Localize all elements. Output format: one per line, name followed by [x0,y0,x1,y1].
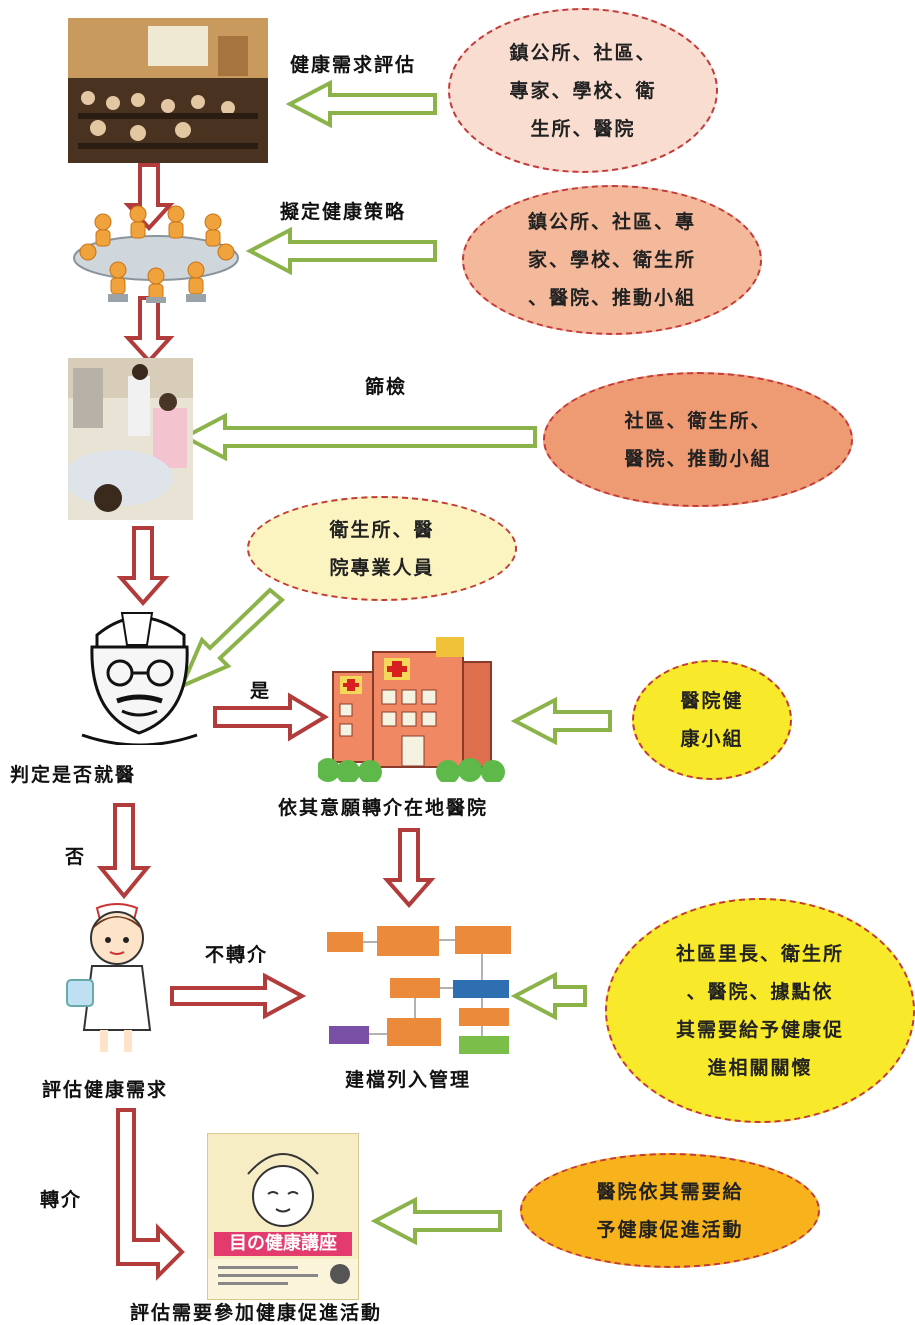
poster-title: 目の健康講座 [214,1232,352,1256]
red-arrow-right-2 [170,972,307,1020]
oval-hospital-activities: 醫院依其需要給 予健康促進活動 [520,1153,820,1268]
branch-yes: 是 [250,680,272,702]
red-arrow-referral [116,1108,185,1281]
green-arrow-3 [180,412,537,462]
step-assess-needs: 評估健康需求 [42,1079,169,1101]
step-screening: 篩檢 [365,376,408,398]
step-file-management: 建檔列入管理 [345,1069,472,1091]
branch-no: 否 [65,846,87,868]
red-arrow-down-5 [382,828,436,909]
health-lecture-poster: 目の健康講座 [207,1133,359,1300]
step-referral-hospital: 依其意願轉介在地醫院 [278,797,489,819]
nurse-illustration [62,900,167,1060]
green-arrow-7 [370,1196,502,1246]
oval-hospital-team: 醫院健 康小組 [632,660,792,780]
red-arrow-down-3 [116,526,170,607]
meeting-illustration [68,200,243,305]
management-flowchart [325,922,515,1060]
red-arrow-down-2 [123,296,175,364]
oval-health-professionals: 衛生所、醫 院專業人員 [247,496,517,601]
doctor-illustration [72,605,207,747]
red-arrow-down-4 [96,803,152,900]
step-strategy: 擬定健康策略 [280,201,407,223]
oval-stakeholders-2: 鎮公所、社區、專 家、學校、衛生所 、醫院、推動小組 [462,185,762,335]
green-arrow-6 [510,971,587,1021]
branch-no-referral: 不轉介 [205,944,269,966]
seminar-photo [68,18,268,163]
step-activities: 評估需要參加健康促進活動 [130,1302,383,1324]
branch-referral: 轉介 [40,1189,83,1211]
screening-photo [68,358,193,520]
red-arrow-down-1 [123,163,175,231]
green-arrow-1 [285,79,437,129]
oval-stakeholders-1: 鎮公所、社區、 專家、學校、衛 生所、醫院 [448,8,718,173]
oval-stakeholders-3: 社區、衛生所、 醫院、推動小組 [543,372,853,507]
green-arrow-4 [178,587,286,690]
step-judge: 判定是否就醫 [10,764,137,786]
green-arrow-2 [245,226,437,276]
green-arrow-5 [510,696,612,746]
red-arrow-right-1 [213,692,329,742]
oval-community-care: 社區里長、衛生所 、醫院、據點依 其需要給予健康促 進相關關懷 [605,898,915,1123]
step-needs-assessment: 健康需求評估 [290,54,417,76]
hospital-illustration [316,632,508,784]
